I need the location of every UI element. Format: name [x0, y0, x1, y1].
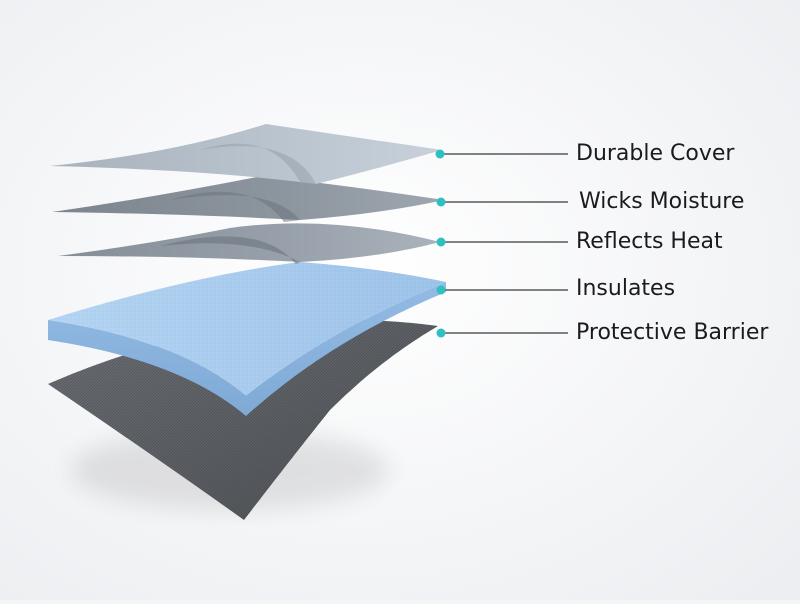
wicks-moisture-layer	[52, 176, 444, 222]
reflects-heat-layer	[58, 223, 440, 264]
teal-dot-icon	[436, 328, 446, 338]
protective-barrier-layer	[48, 319, 438, 520]
label-durable-cover: Durable Cover	[576, 141, 735, 166]
label-insulates: Insulates	[576, 276, 676, 301]
insulation-foam-layer	[48, 262, 446, 416]
callouts	[435, 149, 568, 338]
teal-dot-icon	[436, 285, 446, 295]
teal-dot-icon	[435, 149, 445, 159]
label-wicks-moisture: Wicks Moisture	[579, 189, 745, 214]
durable-cover-layer	[50, 124, 442, 184]
teal-dot-icon	[436, 197, 446, 207]
label-protective-barrier: Protective Barrier	[576, 320, 769, 345]
label-reflects-heat: Reflects Heat	[576, 229, 723, 254]
teal-dot-icon	[436, 237, 446, 247]
